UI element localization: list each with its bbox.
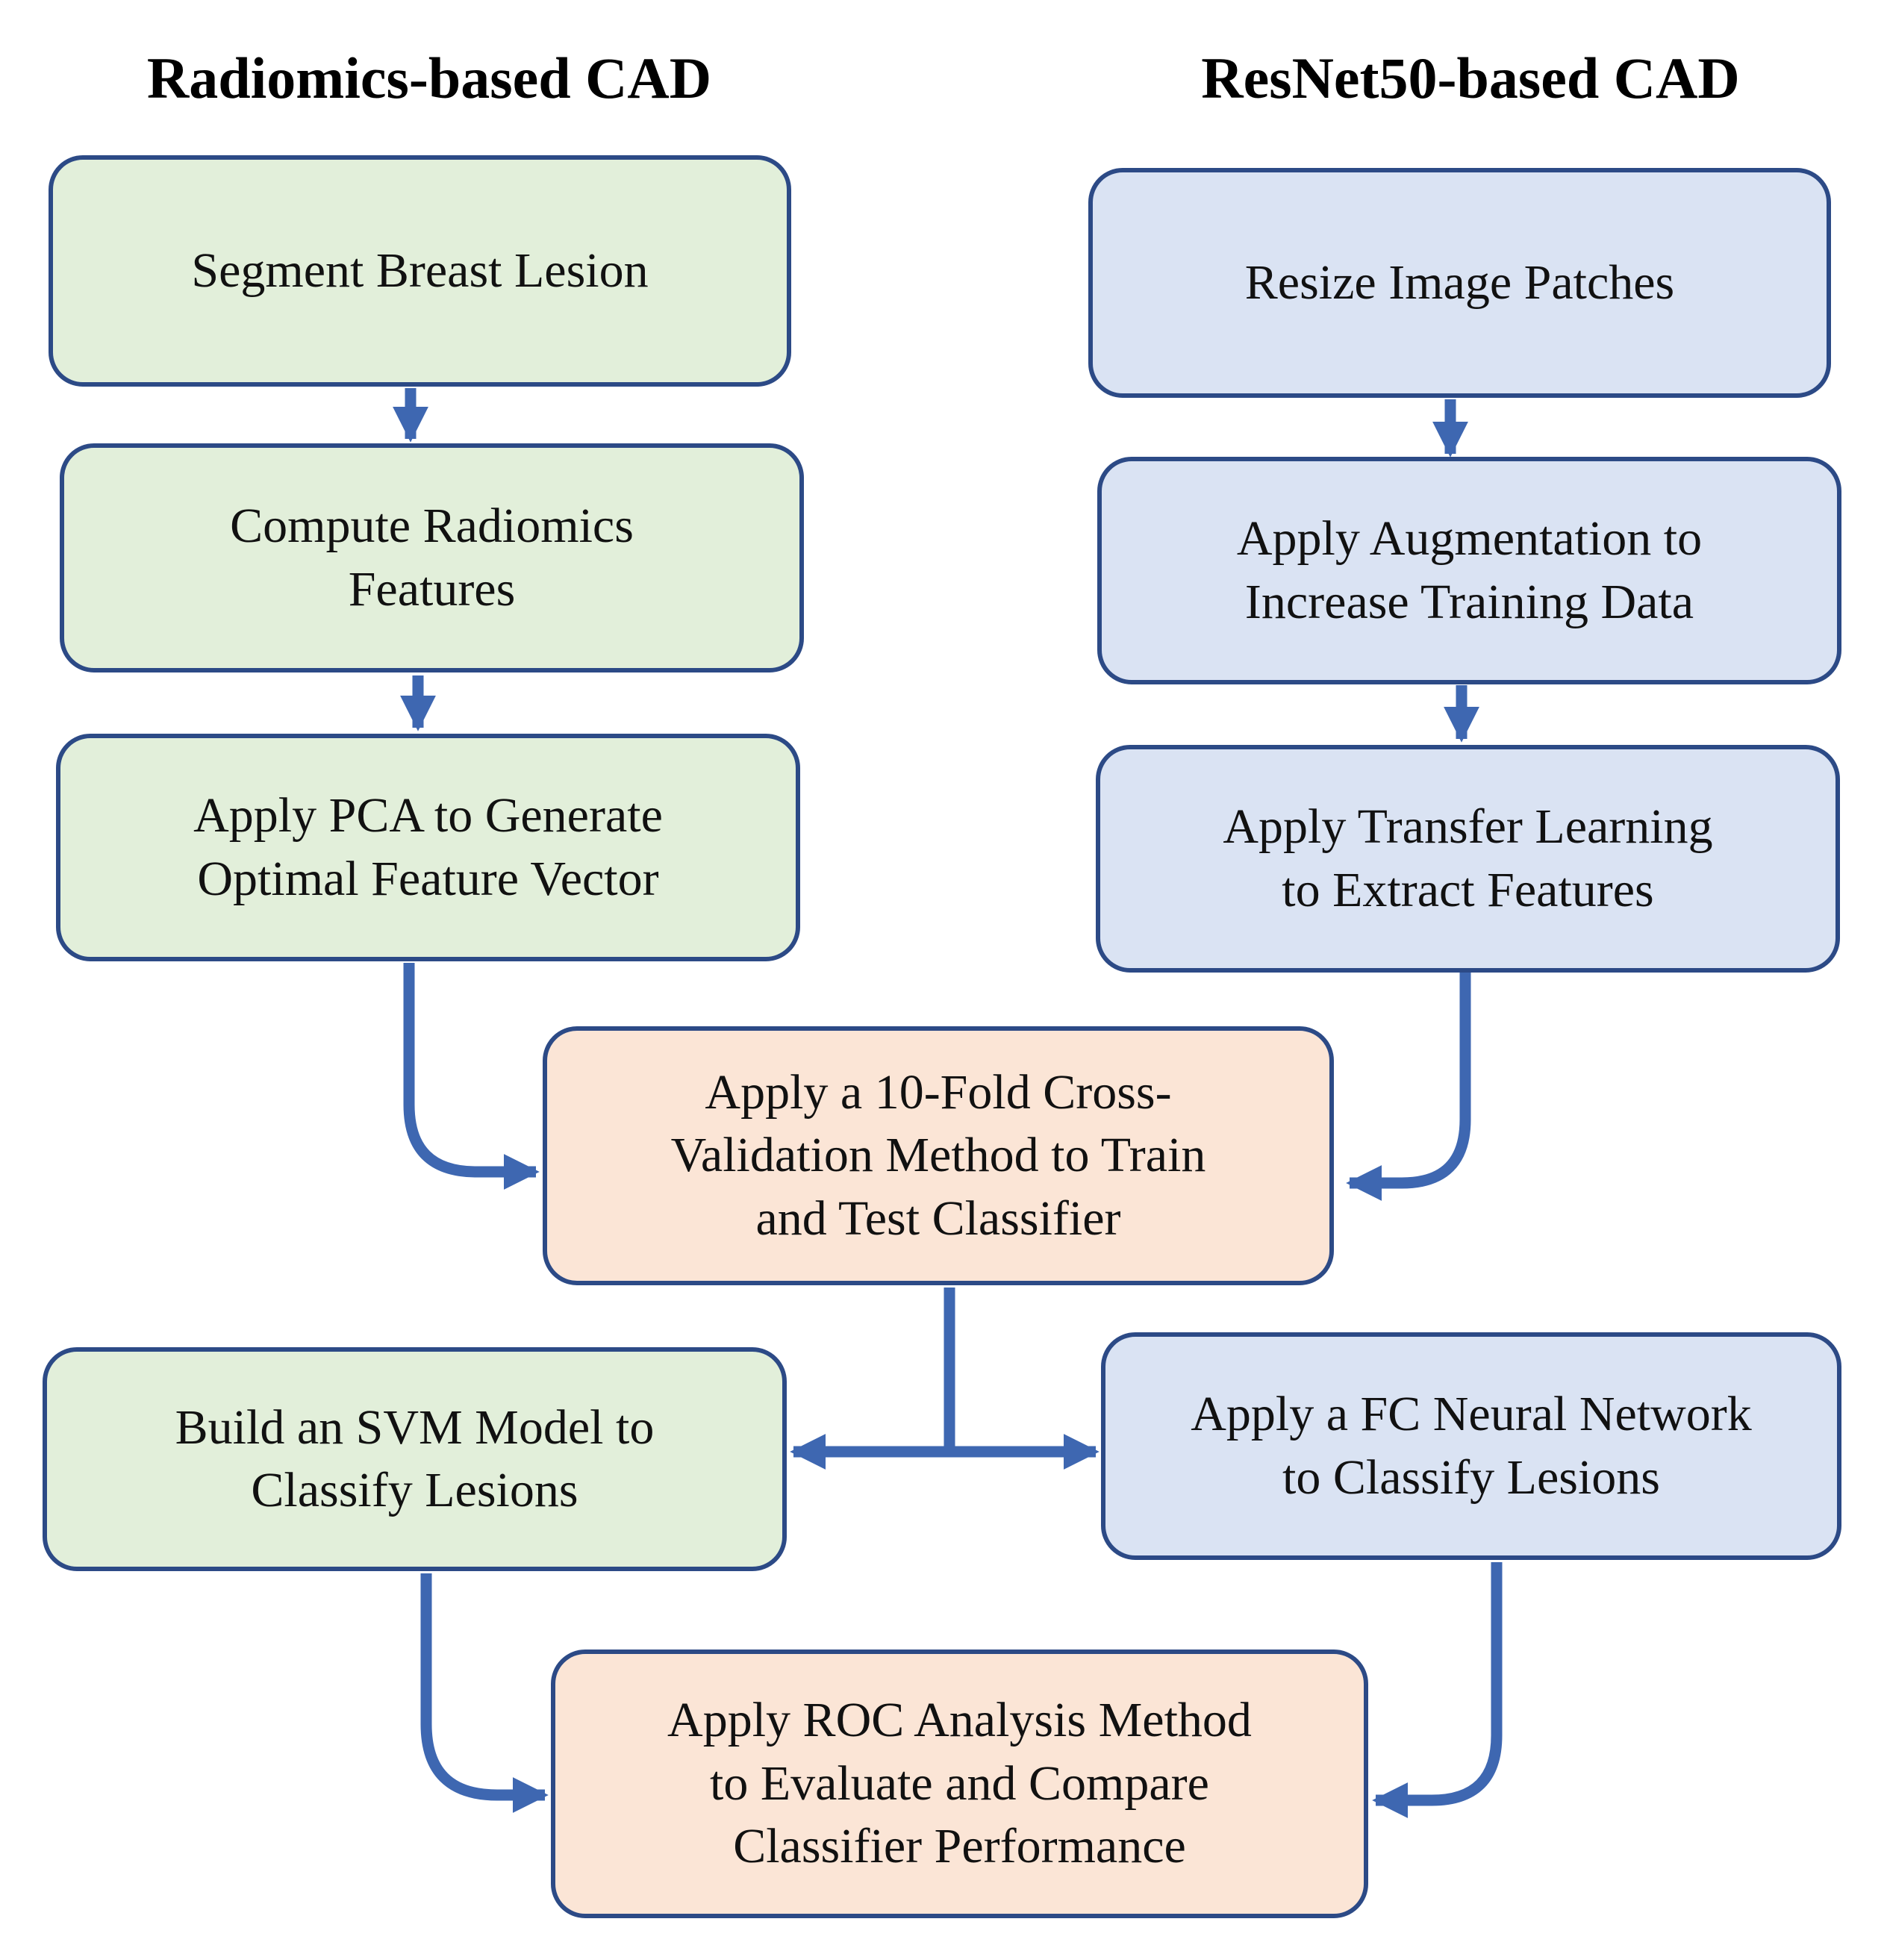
heading-resnet50: ResNet50-based CAD (1201, 46, 1740, 110)
box-augmentation-label: Apply Augmentation to Increase Training … (1236, 511, 1703, 629)
box-roc-analysis-label: Apply ROC Analysis Method to Evaluate an… (667, 1693, 1252, 1874)
box-resize-patches: Resize Image Patches (1088, 168, 1831, 398)
heading-radiomics: Radiomics-based CAD (146, 46, 712, 110)
box-fc-network: Apply a FC Neural Network to Classify Le… (1101, 1332, 1841, 1560)
arrow-pca-to-crossval (403, 963, 540, 1190)
box-fc-network-label: Apply a FC Neural Network to Classify Le… (1191, 1387, 1752, 1505)
box-resize-patches-label: Resize Image Patches (1244, 255, 1675, 310)
box-svm-model: Build an SVM Model to Classify Lesions (43, 1347, 787, 1571)
box-transfer-learning: Apply Transfer Learning to Extract Featu… (1096, 745, 1840, 973)
box-compute-features: Compute Radiomics Features (60, 443, 804, 672)
box-cross-validation: Apply a 10-Fold Cross- Validation Method… (543, 1026, 1334, 1285)
arrow-transfer-to-crossval (1346, 973, 1471, 1202)
arrow-svm-to-roc (420, 1573, 549, 1814)
box-svm-model-label: Build an SVM Model to Classify Lesions (175, 1399, 655, 1517)
box-compute-features-label: Compute Radiomics Features (230, 499, 634, 617)
arrow-fc-to-roc (1372, 1562, 1503, 1819)
box-segment-lesion-label: Segment Breast Lesion (191, 243, 649, 298)
box-apply-pca-label: Apply PCA to Generate Optimal Feature Ve… (193, 788, 663, 906)
box-cross-validation-label: Apply a 10-Fold Cross- Validation Method… (670, 1064, 1206, 1246)
box-augmentation: Apply Augmentation to Increase Training … (1097, 457, 1841, 684)
box-transfer-learning-label: Apply Transfer Learning to Extract Featu… (1223, 799, 1713, 917)
box-apply-pca: Apply PCA to Generate Optimal Feature Ve… (56, 734, 800, 961)
box-segment-lesion: Segment Breast Lesion (49, 155, 791, 387)
box-roc-analysis: Apply ROC Analysis Method to Evaluate an… (551, 1650, 1368, 1918)
